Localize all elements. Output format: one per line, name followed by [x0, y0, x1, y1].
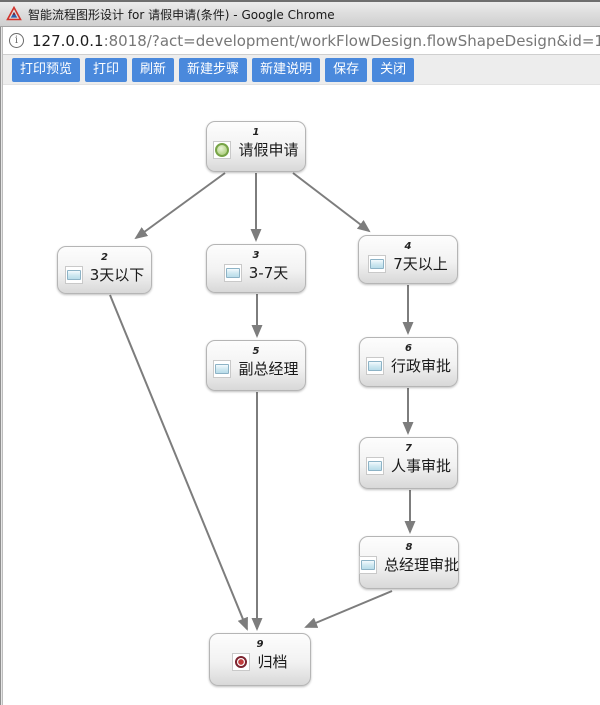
node-number: 9: [256, 639, 264, 650]
flow-node-1[interactable]: 1 请假申请: [206, 121, 306, 172]
window-title: 智能流程图形设计 for 请假申请(条件) - Google Chrome: [28, 7, 335, 22]
node-number: 3: [252, 250, 260, 261]
end-status-icon: [232, 652, 251, 671]
flow-canvas[interactable]: 1 请假申请 2 3天以下 3 3-7天 4 7天以上 5 副总经理 6: [0, 85, 600, 705]
node-body: 7天以上: [359, 253, 457, 274]
node-body: 3天以下: [58, 264, 151, 285]
flow-node-8[interactable]: 8 总经理审批: [359, 536, 459, 589]
node-label: 3天以下: [89, 266, 145, 284]
node-label: 行政审批: [390, 357, 451, 375]
node-label: 请假申请: [238, 141, 299, 159]
flow-edge-8-9[interactable]: [304, 590, 393, 628]
node-label: 7天以上: [393, 255, 448, 273]
flow-node-5[interactable]: 5 副总经理: [206, 340, 306, 391]
node-body: 归档: [210, 651, 310, 672]
step-status-icon: [368, 254, 387, 273]
node-number: 4: [404, 241, 412, 252]
node-label: 归档: [257, 653, 288, 671]
url-path: :8018/?act=development/workFlowDesign.fl…: [103, 31, 600, 50]
info-icon[interactable]: i: [9, 33, 24, 48]
node-number: 6: [405, 343, 412, 354]
url-host: 127.0.0.1: [32, 31, 104, 50]
toolbar-button-save[interactable]: 保存: [325, 57, 368, 82]
flow-edges-layer: [109, 172, 416, 631]
node-label: 总经理审批: [384, 556, 460, 574]
flow-edge-1-4[interactable]: [292, 172, 371, 233]
step-status-icon: [365, 456, 384, 475]
app-favicon-icon: [6, 5, 22, 22]
toolbar-button-print-preview[interactable]: 打印预览: [12, 57, 81, 82]
node-number: 8: [405, 542, 413, 553]
toolbar-button-refresh[interactable]: 刷新: [132, 57, 175, 82]
step-status-icon: [359, 555, 377, 574]
url-text[interactable]: 127.0.0.1:8018/?act=development/workFlow…: [32, 32, 600, 50]
flow-edge-2-9[interactable]: [109, 294, 248, 631]
toolbar-button-new-step[interactable]: 新建步骤: [179, 57, 248, 82]
flow-node-6[interactable]: 6 行政审批: [359, 337, 458, 387]
step-status-icon: [64, 265, 83, 284]
node-body: 副总经理: [207, 358, 305, 379]
node-body: 总经理审批: [359, 554, 460, 575]
node-label: 人事审批: [390, 457, 451, 475]
node-body: 请假申请: [207, 139, 305, 160]
node-number: 1: [252, 127, 260, 138]
step-status-icon: [213, 359, 232, 378]
node-label: 3-7天: [248, 264, 289, 282]
window-titlebar[interactable]: 智能流程图形设计 for 请假申请(条件) - Google Chrome: [0, 0, 600, 27]
node-number: 2: [101, 252, 108, 263]
toolbar-button-print[interactable]: 打印: [85, 57, 128, 82]
node-number: 7: [405, 443, 412, 454]
step-status-icon: [223, 263, 242, 282]
toolbar: 打印预览打印刷新新建步骤新建说明保存关闭: [0, 55, 600, 85]
toolbar-button-close[interactable]: 关闭: [372, 57, 415, 82]
flow-edge-1-2[interactable]: [134, 172, 226, 240]
flow-node-2[interactable]: 2 3天以下: [57, 246, 152, 294]
node-number: 5: [252, 346, 260, 357]
node-body: 3-7天: [207, 262, 305, 283]
flow-node-9[interactable]: 9 归档: [209, 633, 311, 686]
toolbar-button-new-note[interactable]: 新建说明: [252, 57, 321, 82]
flow-node-7[interactable]: 7 人事审批: [359, 437, 458, 489]
flow-node-4[interactable]: 4 7天以上: [358, 235, 458, 284]
node-body: 人事审批: [360, 455, 457, 476]
flow-node-3[interactable]: 3 3-7天: [206, 244, 306, 293]
window-left-frame: [0, 27, 3, 705]
address-bar[interactable]: i 127.0.0.1:8018/?act=development/workFl…: [0, 27, 600, 55]
node-label: 副总经理: [238, 360, 299, 378]
start-status-icon: [213, 140, 232, 159]
step-status-icon: [365, 356, 384, 375]
node-body: 行政审批: [360, 355, 457, 376]
